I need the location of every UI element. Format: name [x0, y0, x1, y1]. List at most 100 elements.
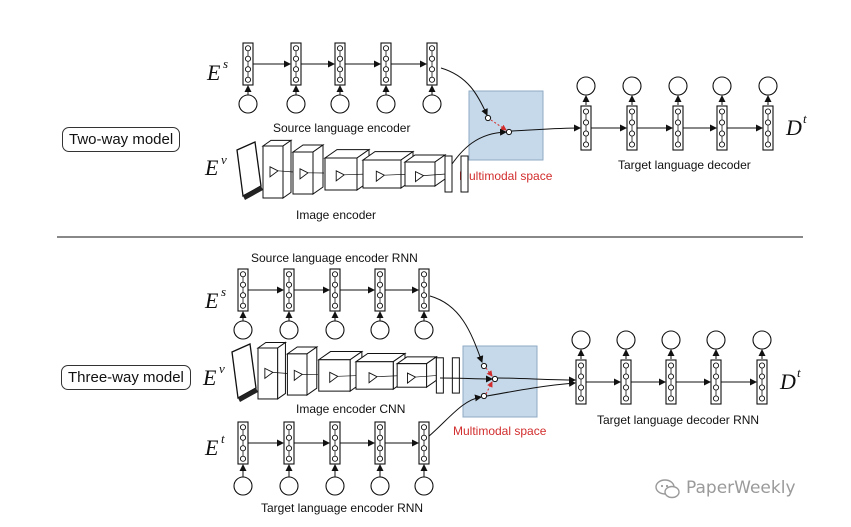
output-token-node: [706, 330, 726, 350]
target-encoder-rnn-label: Target language encoder RNN: [261, 501, 423, 515]
rnn-unit: [718, 119, 726, 126]
alignment-arrow: [490, 119, 507, 131]
b-image-encoder-symbol: E: [202, 365, 217, 390]
input-token-node: [279, 320, 299, 340]
target-decoder-label: Target language decoder: [618, 158, 751, 172]
rnn-unit: [239, 434, 247, 441]
b-source-encoder-sup: s: [221, 284, 226, 299]
rnn-unit: [674, 119, 682, 126]
rnn-unit: [382, 55, 390, 62]
rnn-unit: [622, 395, 630, 402]
input-token-node: [414, 320, 434, 340]
input-token-node: [370, 320, 390, 340]
conv-kernel: [293, 369, 304, 382]
three-way-model-label: Three-way model: [68, 369, 184, 386]
rnn-unit: [420, 424, 428, 431]
input-token-node: [330, 94, 350, 114]
input-token-node: [325, 476, 345, 496]
source-encoder-rnn: [238, 42, 442, 114]
fc-layer: [460, 155, 469, 193]
source-embedding-point: [484, 114, 492, 122]
b-image-to-space-arrow: [439, 375, 493, 383]
b-target-decoder-rnn: [571, 330, 772, 405]
b-alignment-arrow-top: [485, 367, 493, 377]
rnn-unit: [331, 445, 339, 452]
rnn-unit: [285, 424, 293, 431]
image-encoder-cnn: [236, 139, 469, 200]
rnn-unit: [331, 302, 339, 309]
rnn-unit: [758, 373, 766, 380]
rnn-unit: [428, 76, 436, 83]
rnn-unit: [674, 141, 682, 148]
rnn-unit: [758, 362, 766, 369]
rnn-unit: [622, 362, 630, 369]
rnn-unit: [244, 76, 252, 83]
input-image: [231, 343, 257, 400]
input-image-edge: [238, 388, 258, 402]
rnn-unit: [628, 130, 636, 137]
output-token-node: [622, 76, 642, 96]
rnn-unit: [239, 455, 247, 462]
b-target-embedding-point: [480, 392, 488, 400]
conv-kernel: [415, 170, 425, 183]
rnn-unit: [428, 55, 436, 62]
b-decoder-sup: t: [797, 365, 801, 380]
input-token-node: [233, 320, 253, 340]
output-token-node: [712, 76, 732, 96]
rnn-unit: [577, 384, 585, 391]
b-multimodal-space-label: Multimodal space: [453, 424, 547, 438]
image-encoder-sup: v: [221, 152, 227, 167]
rnn-unit: [285, 302, 293, 309]
b-source-encoder-symbol: E: [204, 288, 219, 313]
rnn-unit: [239, 271, 247, 278]
source-encoder-symbol: E: [206, 60, 221, 85]
conv-kernel: [407, 372, 417, 384]
rnn-unit: [331, 434, 339, 441]
input-token-node: [325, 320, 345, 340]
rnn-unit: [244, 55, 252, 62]
rnn-unit: [331, 424, 339, 431]
image-encoder-label: Image encoder: [296, 208, 376, 222]
rnn-unit: [764, 119, 772, 126]
rnn-unit: [331, 281, 339, 288]
kernel-link: [272, 372, 288, 374]
source-encoder-label: Source language encoder: [273, 121, 410, 135]
input-token-node: [414, 476, 434, 496]
output-token-node: [571, 330, 591, 350]
decoder-symbol: D: [785, 115, 802, 140]
fc-layer: [435, 357, 444, 394]
conv-kernel: [269, 166, 279, 178]
rnn-unit: [239, 292, 247, 299]
rnn-unit: [674, 130, 682, 137]
rnn-unit: [376, 434, 384, 441]
rnn-unit: [292, 76, 300, 83]
rnn-unit: [764, 141, 772, 148]
rnn-unit: [331, 455, 339, 462]
rnn-unit: [285, 445, 293, 452]
input-token-node: [422, 94, 442, 114]
rnn-unit: [420, 281, 428, 288]
rnn-unit: [331, 292, 339, 299]
rnn-unit: [582, 108, 590, 115]
rnn-unit: [718, 108, 726, 115]
input-token-node: [279, 476, 299, 496]
rnn-unit: [712, 373, 720, 380]
rnn-unit: [577, 362, 585, 369]
rnn-unit: [718, 130, 726, 137]
kernel-link: [423, 173, 447, 176]
target-decoder-rnn-label: Target language decoder RNN: [597, 413, 759, 427]
rnn-unit: [244, 45, 252, 52]
b-source-embedding-point: [480, 362, 488, 370]
input-token-node: [286, 94, 306, 114]
rnn-unit: [582, 119, 590, 126]
rnn-unit: [577, 373, 585, 380]
b-image-encoder-sup: v: [219, 361, 225, 376]
source-to-space-arrow: [440, 67, 488, 116]
decoder-sup: t: [803, 111, 807, 126]
rnn-unit: [712, 395, 720, 402]
rnn-unit: [420, 455, 428, 462]
input-token-node: [376, 94, 396, 114]
rnn-unit: [420, 434, 428, 441]
image-encoder-cnn-label: Image encoder CNN: [296, 402, 405, 416]
rnn-unit: [376, 445, 384, 452]
